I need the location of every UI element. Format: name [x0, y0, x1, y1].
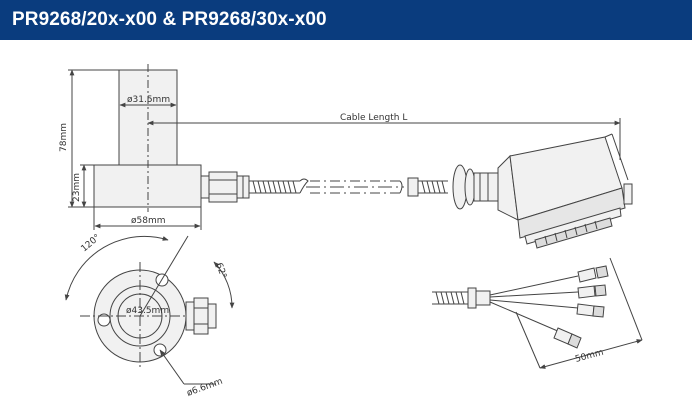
cable-armour-pattern	[252, 180, 297, 194]
angle-62-arc	[213, 261, 235, 309]
page-header: PR9268/20x-x00 & PR9268/30x-x00	[0, 0, 692, 40]
dim-shaft-diameter: ø31.5mm	[127, 95, 170, 105]
cable-break-right	[399, 180, 403, 194]
dim-hole-diameter: ø6.6mm	[186, 377, 225, 399]
fitting-flange	[200, 175, 210, 199]
dim-base-diameter: ø58mm	[131, 216, 166, 226]
dim-bolt-circle: ø43.5mm	[126, 306, 169, 316]
technical-drawing: ø31.5mm 78mm 23mm ø58mm Cable Length L 1…	[0, 40, 692, 412]
lead-terminal-3	[576, 303, 595, 317]
fitting-hex	[208, 171, 238, 203]
sensor-side-view	[93, 64, 448, 212]
angle-120-arc	[64, 235, 169, 301]
armoured-cable	[249, 180, 300, 194]
drawing-svg: ø31.5mm 78mm 23mm ø58mm Cable Length L 1…	[59, 64, 643, 399]
connector	[452, 133, 633, 249]
leads-armour	[435, 291, 465, 305]
connector-neck	[473, 172, 499, 202]
dim-angle-120: 120°	[80, 233, 103, 255]
mounting-hole-2	[97, 313, 111, 327]
dim-angle-62: 62°	[213, 262, 228, 280]
leads-ferrule	[467, 287, 477, 309]
connector-body-lower	[517, 187, 626, 239]
dimension-lines	[68, 69, 621, 230]
page-title: PR9268/20x-x00 & PR9268/30x-x00	[12, 9, 327, 30]
lead-wires	[489, 275, 579, 333]
leads-detail	[432, 257, 643, 369]
sensor-top-view	[64, 235, 235, 385]
cable-break-left	[299, 178, 309, 194]
dim-total-height: 78mm	[59, 123, 69, 152]
dim-cable-length: Cable Length L	[340, 113, 407, 123]
dim-base-height: 23mm	[72, 173, 82, 202]
lead-terminal-1	[577, 267, 597, 283]
dim-lead-length: 50mm	[574, 348, 605, 365]
lead-terminal-2	[577, 285, 596, 299]
